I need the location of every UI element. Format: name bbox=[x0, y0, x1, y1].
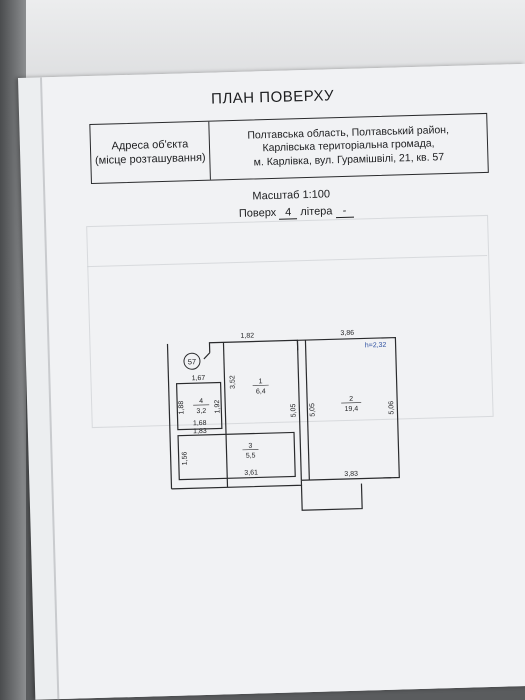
room-1-area: 6,4 bbox=[256, 388, 266, 395]
wall-left bbox=[166, 343, 173, 489]
apartment-number-circle bbox=[183, 352, 201, 370]
wall-bottom bbox=[171, 480, 303, 490]
address-table: Адреса об'єкта (місце розташування) Полт… bbox=[89, 112, 489, 185]
dim-room2-right: 5,06 bbox=[388, 401, 395, 415]
wall-room2-bottom bbox=[301, 477, 392, 481]
dim-bath-right: 1,92 bbox=[214, 400, 221, 414]
wall-room2-left-inner bbox=[304, 340, 310, 481]
litera-label: літера bbox=[300, 205, 333, 219]
dim-bath-bottom: 1,68 bbox=[193, 420, 207, 427]
room-4-number: 4 bbox=[199, 398, 203, 405]
kitchen-walls bbox=[177, 431, 296, 481]
apartment-number: 57 bbox=[188, 357, 197, 366]
dim-room2-left: 5,05 bbox=[309, 403, 316, 417]
dim-top-left: 1,82 bbox=[240, 333, 254, 340]
litera-value: - bbox=[335, 204, 354, 219]
wall-top-left bbox=[208, 339, 299, 353]
floor-plan: 57 1,82 3,86 h=2,32 3,52 5,05 5,05 5,06 … bbox=[166, 330, 400, 511]
wall-hall-inner bbox=[222, 342, 229, 488]
room-2-divider bbox=[341, 402, 362, 404]
dim-room2-bottom: 3,83 bbox=[344, 471, 358, 478]
dim-kitchen-bottom: 3,61 bbox=[244, 469, 258, 476]
page-sheet: ПЛАН ПОВЕРХУ Адреса об'єкта (місце розта… bbox=[39, 63, 525, 700]
dim-kitchen-left: 1,56 bbox=[181, 451, 188, 465]
floor-label: Поверх bbox=[238, 206, 277, 220]
document-page: ПЛАН ПОВЕРХУ Адреса об'єкта (місце розта… bbox=[18, 63, 525, 700]
dim-hall-wall-left: 5,05 bbox=[290, 403, 297, 417]
floor-value: 4 bbox=[279, 206, 298, 220]
room-2-number: 2 bbox=[349, 396, 353, 403]
ceiling-height: h=2,32 bbox=[365, 342, 387, 350]
address-value-cell: Полтавська область, Полтавський район, К… bbox=[209, 114, 488, 180]
room-1-number: 1 bbox=[259, 378, 263, 385]
dim-top-right: 3,86 bbox=[340, 330, 354, 337]
bathroom-walls bbox=[175, 381, 223, 431]
room-3-area: 5,5 bbox=[246, 453, 256, 460]
room-4-area: 3,2 bbox=[196, 408, 206, 415]
address-label-sub: (місце розташування) bbox=[94, 151, 206, 167]
entry-door bbox=[203, 352, 211, 360]
dim-bath-left: 1,88 bbox=[178, 401, 185, 415]
room-3-number: 3 bbox=[248, 443, 252, 450]
dim-bath-top: 1,67 bbox=[192, 375, 206, 382]
dim-kitchen-top: 1,83 bbox=[193, 428, 207, 435]
balcony bbox=[300, 483, 363, 511]
page-title: ПЛАН ПОВЕРХУ bbox=[210, 87, 335, 108]
scale-text: Масштаб 1:100 bbox=[252, 188, 331, 203]
dim-hall-height: 3,52 bbox=[229, 375, 236, 389]
room-2-area: 19,4 bbox=[344, 406, 358, 413]
address-label-cell: Адреса об'єкта (місце розташування) bbox=[90, 121, 211, 183]
wall-room2-left bbox=[296, 340, 302, 481]
